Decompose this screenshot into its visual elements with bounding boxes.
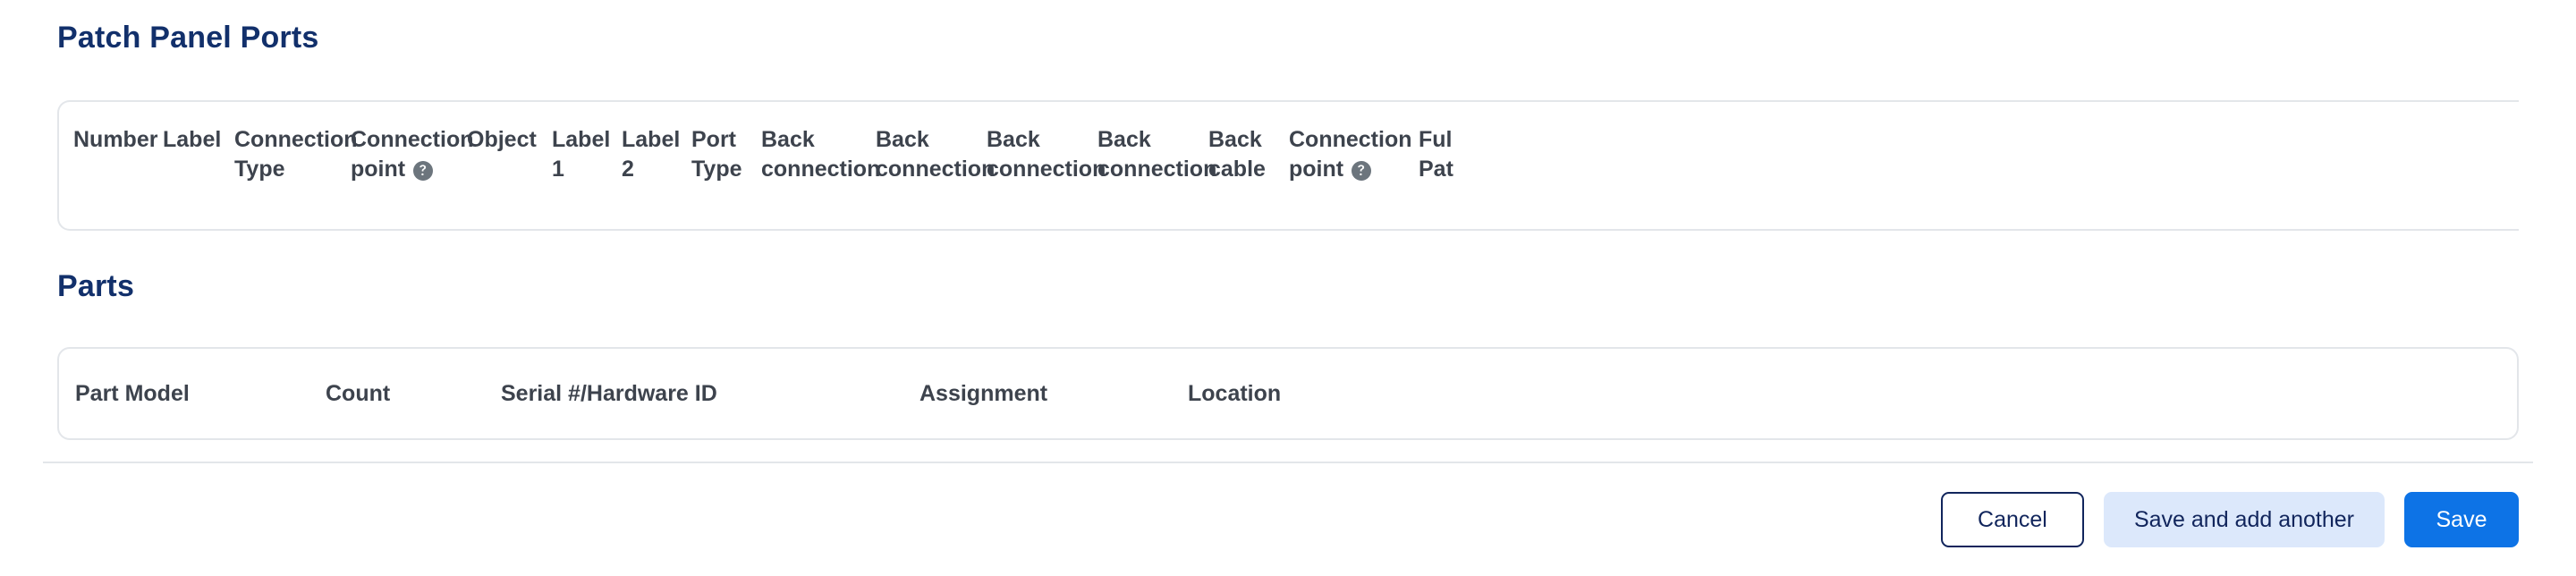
- save-and-add-another-button[interactable]: Save and add another: [2103, 492, 2385, 547]
- column-header-label-2-line-1: Label: [622, 127, 681, 152]
- footer-divider: [43, 462, 2533, 463]
- column-header-label-line-1: Label: [163, 127, 222, 152]
- column-header-back-cable-line-1: Back: [1208, 127, 1262, 152]
- column-header-back-cable-line-2: cable: [1208, 157, 1266, 182]
- column-header-back-connection-2-line-1: Back: [876, 127, 929, 152]
- column-header-label-1-line-2: 1: [552, 157, 564, 182]
- column-header-connection-point-2: Connection point: [1289, 125, 1419, 184]
- column-header-assignment: Assignment: [919, 380, 1048, 406]
- column-header-location: Location: [1188, 380, 1282, 406]
- help-circle-icon[interactable]: [1352, 160, 1372, 181]
- parts-heading: Parts: [57, 269, 135, 303]
- column-header-object-line-1: Object: [467, 127, 537, 152]
- parts-table: Part Model Count Serial #/Hardware ID Assig…: [57, 347, 2519, 440]
- column-header-number: Number: [73, 125, 181, 155]
- column-header-back-connection-3-line-2: connection: [987, 157, 1106, 182]
- column-header-port-type-line-2: Type: [691, 157, 742, 182]
- column-header-back-connection-3: Back connection: [987, 125, 1106, 184]
- column-header-label-2-line-2: 2: [622, 157, 634, 182]
- column-header-connection-point-line-1: Connection: [351, 127, 474, 152]
- column-header-connection-point-line-2: point: [351, 155, 434, 184]
- column-header-label-1: Label 1: [552, 125, 622, 184]
- column-header-back-cable: Back cable: [1208, 125, 1289, 184]
- column-header-back-connection-1-line-2: connection: [761, 157, 881, 182]
- column-header-serial-hardware-id: Serial #/Hardware ID: [501, 380, 717, 406]
- parts-header-row: Part Model Count Serial #/Hardware ID Assig…: [59, 349, 1281, 438]
- cancel-button[interactable]: Cancel: [1940, 492, 2084, 547]
- column-header-full-path-line-1: Ful: [1419, 127, 1453, 152]
- column-header-count: Count: [326, 380, 391, 406]
- column-header-back-connection-4-line-2: connection: [1097, 157, 1217, 182]
- column-header-number-line-1: Number: [73, 127, 158, 152]
- column-header-back-connection-2-line-2: connection: [876, 157, 996, 182]
- column-header-label-2: Label 2: [622, 125, 691, 184]
- column-header-back-connection-2: Back connection: [876, 125, 996, 184]
- column-header-connection-point-2-line-2: point: [1289, 155, 1372, 184]
- column-header-back-connection-3-line-1: Back: [987, 127, 1040, 152]
- column-header-connection-type-line-1: Connection: [234, 127, 358, 152]
- column-header-object: Object: [467, 125, 552, 155]
- patch-panel-ports-heading: Patch Panel Ports: [57, 21, 319, 55]
- column-header-connection-type-line-2: Type: [234, 157, 285, 182]
- column-header-connection-point-text: point: [351, 157, 406, 182]
- column-header-connection-point-2-line-2-wrap: point: [1289, 155, 1419, 184]
- help-circle-icon[interactable]: [413, 160, 434, 181]
- column-header-connection-point-line-2-wrap: point: [351, 155, 467, 184]
- column-header-back-connection-4-line-1: Back: [1097, 127, 1151, 152]
- form-action-bar: Cancel Save and add another Save: [1940, 492, 2519, 547]
- column-header-label-1-line-1: Label: [552, 127, 611, 152]
- column-header-connection-point: Connection point: [351, 125, 474, 184]
- column-header-full-path-line-2: Pat: [1419, 157, 1453, 182]
- column-header-connection-point-2-text: point: [1289, 157, 1344, 182]
- column-header-back-connection-1-line-1: Back: [761, 127, 815, 152]
- column-header-label: Label: [163, 125, 234, 155]
- column-header-connection-point-2-line-1: Connection: [1289, 127, 1412, 152]
- column-header-back-connection-4: Back connection: [1097, 125, 1217, 184]
- column-header-back-connection-1: Back connection: [761, 125, 881, 184]
- save-button[interactable]: Save: [2404, 492, 2519, 547]
- column-header-port-type-line-1: Port: [691, 127, 736, 152]
- column-header-part-model: Part Model: [75, 380, 190, 406]
